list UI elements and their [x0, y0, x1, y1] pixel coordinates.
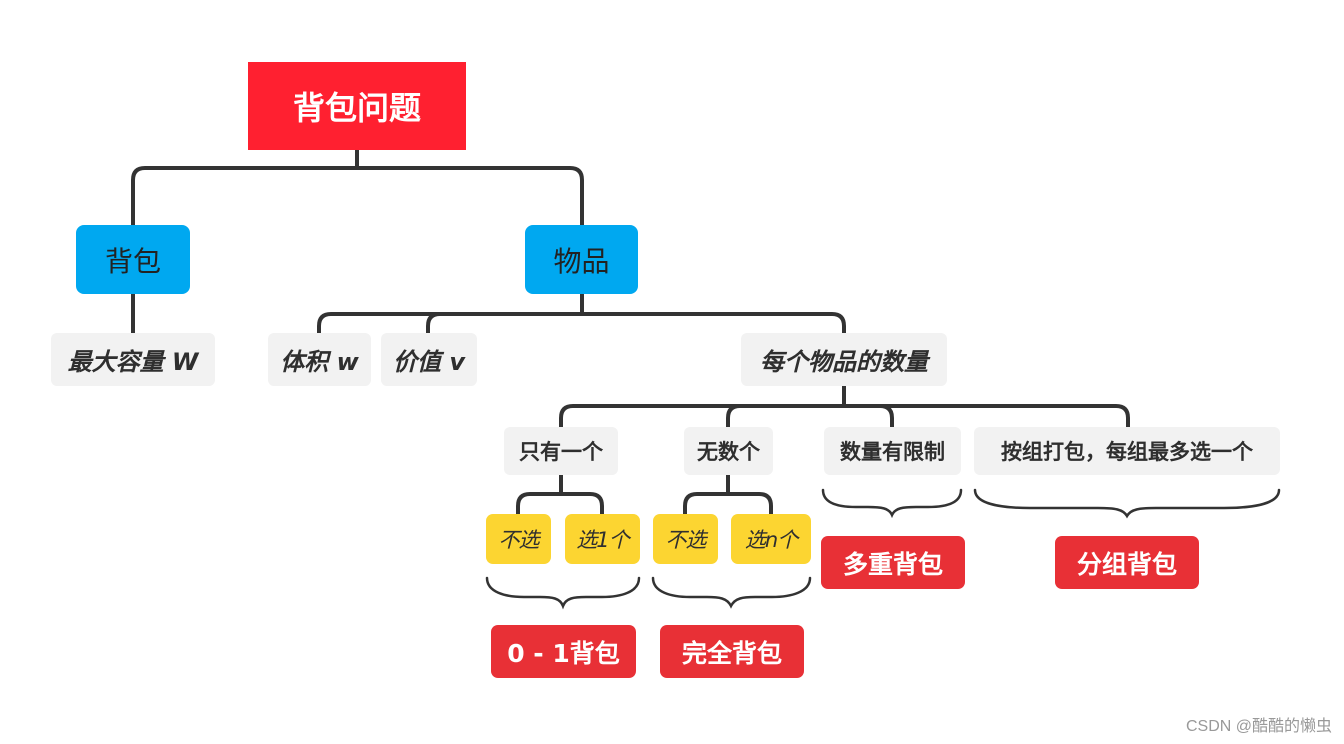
- zero-one-knapsack-node: 0 - 1背包: [491, 625, 636, 678]
- max-capacity-label: 最大容量 W: [67, 348, 199, 376]
- complete-knapsack-node: 完全背包: [660, 625, 804, 678]
- connector-items: [317, 292, 846, 335]
- unlimited-pick-label: 选n个: [744, 528, 798, 552]
- brace-multiple: [821, 488, 963, 519]
- only-one-skip-label: 不选: [498, 528, 540, 552]
- grouped-label: 按组打包，每组最多选一个: [1001, 440, 1253, 464]
- only-one-node: 只有一个: [504, 427, 618, 475]
- brace-group: [973, 488, 1281, 519]
- limited-label: 数量有限制: [840, 440, 945, 464]
- backpack-label: 背包: [104, 244, 161, 278]
- item-count-node: 每个物品的数量: [741, 333, 947, 386]
- volume-node: 体积 w: [268, 333, 371, 386]
- unlimited-skip-label: 不选: [665, 528, 707, 552]
- item-count-label: 每个物品的数量: [760, 348, 928, 376]
- unlimited-skip-node: 不选: [653, 514, 718, 564]
- items-node: 物品: [525, 225, 638, 294]
- connector-root: [131, 148, 584, 227]
- items-label: 物品: [553, 244, 610, 278]
- backpack-node: 背包: [76, 225, 190, 294]
- brace-zero-one: [485, 576, 641, 610]
- max-capacity-node: 最大容量 W: [51, 333, 215, 386]
- grouped-node: 按组打包，每组最多选一个: [974, 427, 1280, 475]
- unlimited-pick-node: 选n个: [731, 514, 811, 564]
- value-node: 价值 v: [381, 333, 477, 386]
- connector-count: [559, 384, 1130, 429]
- only-one-pick-node: 选1个: [565, 514, 640, 564]
- multiple-knapsack-node: 多重背包: [821, 536, 965, 589]
- complete-knapsack-label: 完全背包: [681, 638, 782, 668]
- only-one-pick-label: 选1个: [576, 528, 629, 552]
- connector-only-one: [516, 473, 604, 516]
- connector-unlimited: [683, 473, 773, 516]
- zero-one-knapsack-label: 0 - 1背包: [507, 638, 620, 668]
- group-knapsack-node: 分组背包: [1055, 536, 1199, 589]
- unlimited-node: 无数个: [684, 427, 773, 475]
- unlimited-label: 无数个: [697, 440, 760, 464]
- root-label: 背包问题: [292, 89, 421, 127]
- limited-node: 数量有限制: [824, 427, 961, 475]
- group-knapsack-label: 分组背包: [1076, 549, 1177, 579]
- only-one-label: 只有一个: [519, 440, 603, 464]
- root-node: 背包问题: [248, 62, 466, 150]
- only-one-skip-node: 不选: [486, 514, 551, 564]
- multiple-knapsack-label: 多重背包: [842, 549, 943, 579]
- brace-complete: [651, 576, 812, 609]
- value-label: 价值 v: [393, 348, 465, 376]
- watermark: CSDN @酷酷的懒虫: [1185, 718, 1332, 735]
- volume-label: 体积 w: [280, 348, 359, 376]
